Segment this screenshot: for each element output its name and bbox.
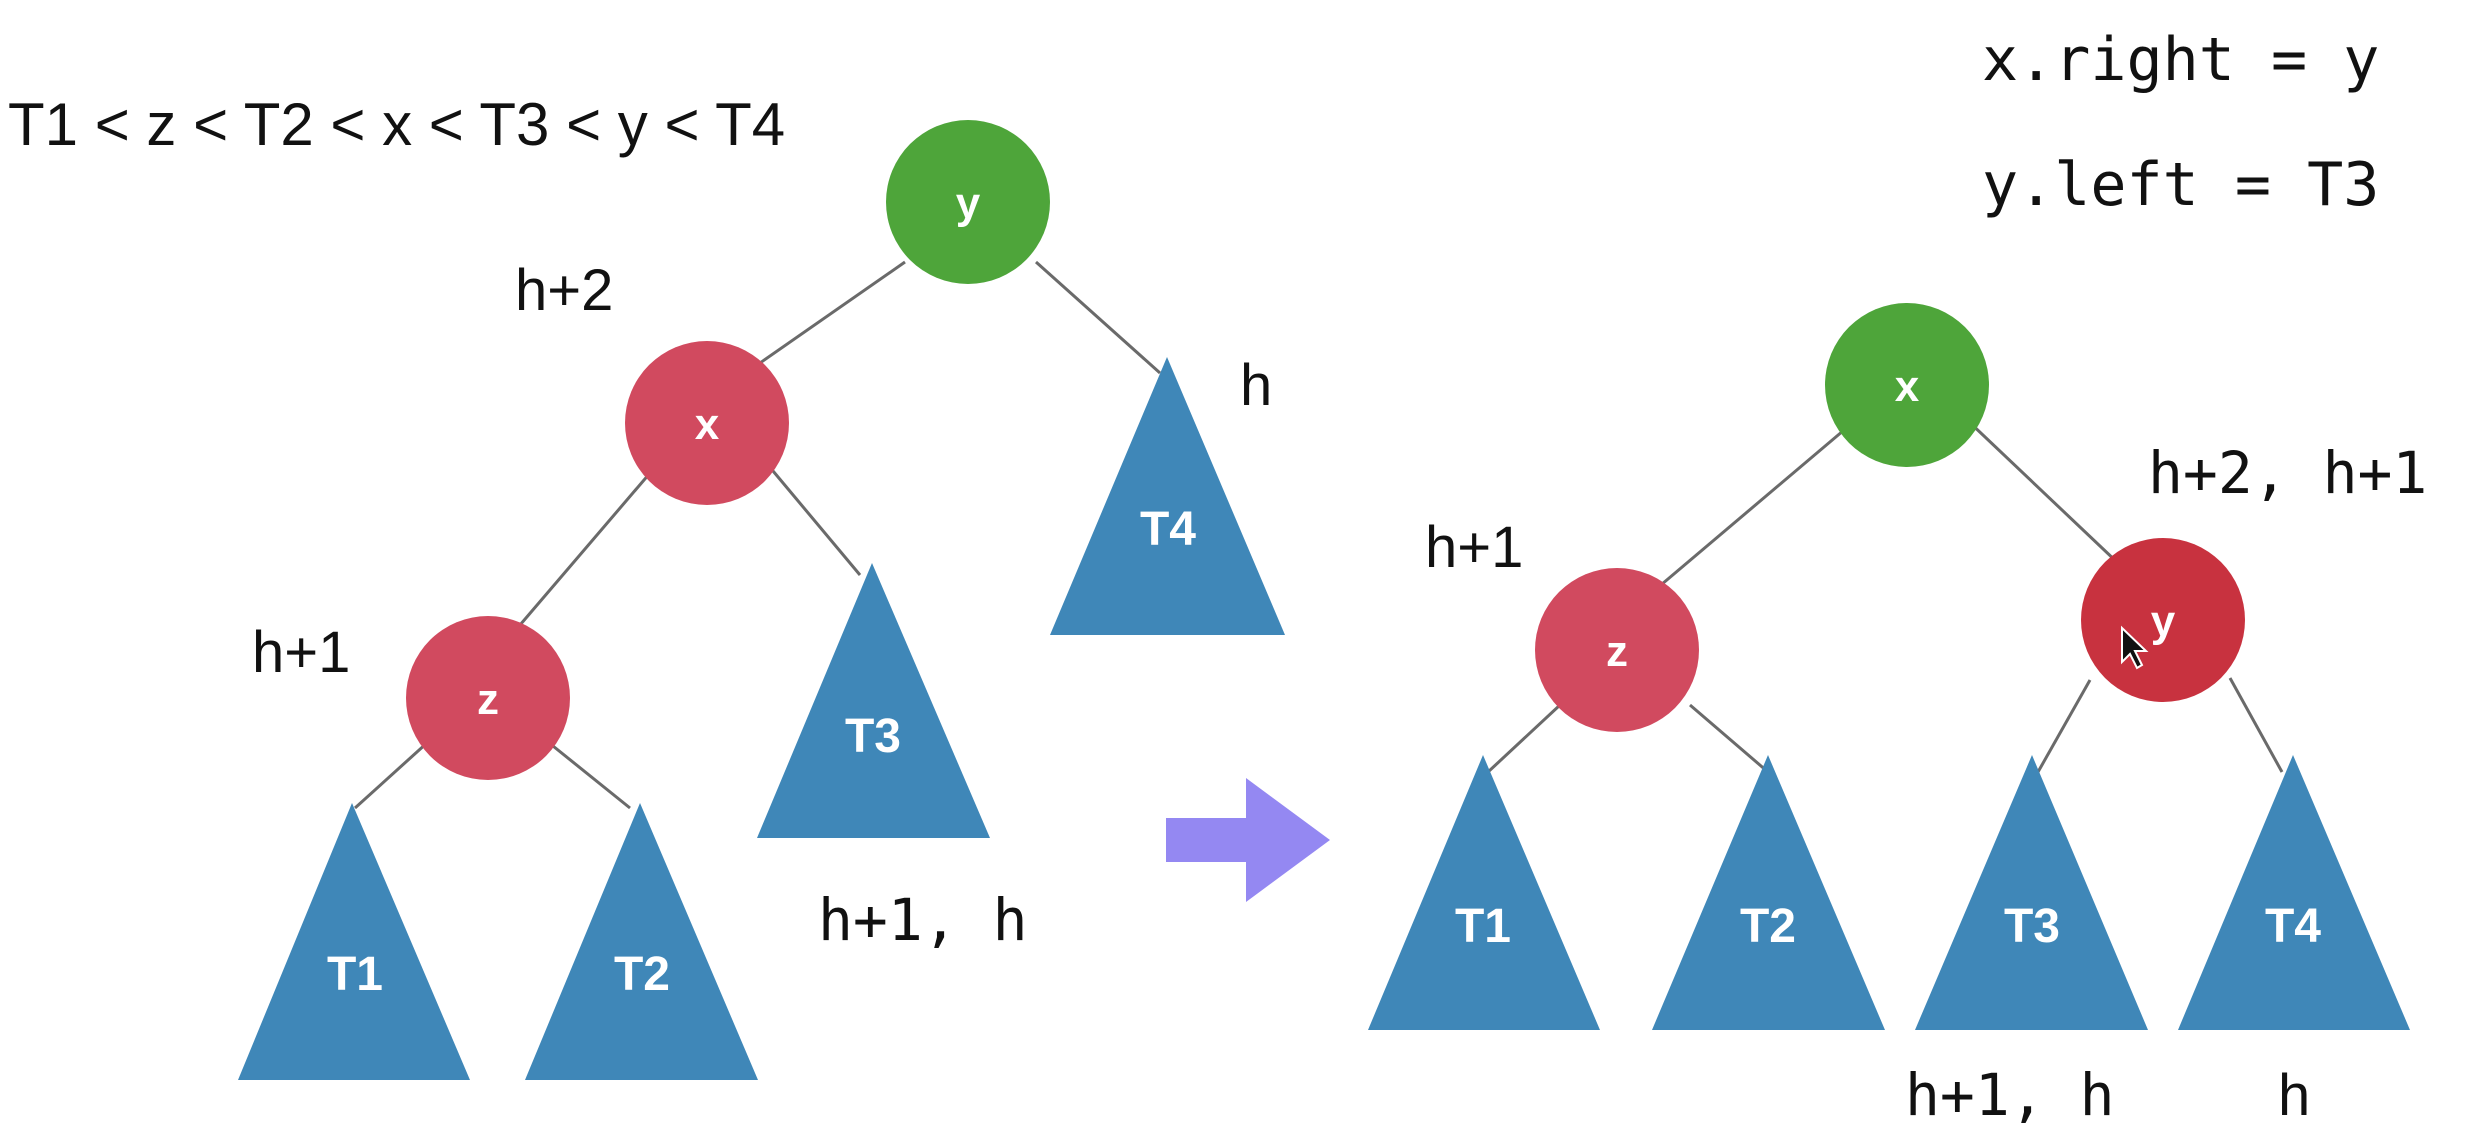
right-edge-x-z xyxy=(1654,423,1851,592)
right-edge-z-t1 xyxy=(1486,703,1562,774)
right-edge-y-t3 xyxy=(2036,679,2092,773)
left-subtree-t4-label: T4 xyxy=(1140,503,1196,556)
right-subtree-t4-label: T4 xyxy=(2265,900,2321,953)
left-node-z xyxy=(406,616,570,780)
left-node-y xyxy=(886,120,1050,284)
right-arrow-icon xyxy=(1166,778,1330,902)
left-node-x-label: x xyxy=(695,400,720,449)
right-node-x-label: x xyxy=(1895,362,1920,411)
left-subtree-t1-label: T1 xyxy=(327,948,383,1001)
right-subtree-t4 xyxy=(2178,755,2410,1030)
left-edge-y-x xyxy=(759,260,906,365)
right-edge-x-y xyxy=(1963,416,2122,567)
right-height-t3: h+1, h xyxy=(1905,1061,2115,1128)
left-subtree-t3 xyxy=(757,563,990,838)
left-subtree-t1 xyxy=(238,803,470,1080)
left-edge-z-t2 xyxy=(547,740,631,810)
left-subtree-t3-label: T3 xyxy=(845,710,901,763)
code-line-y-left: y.left = T3 xyxy=(1982,150,2379,220)
right-node-x xyxy=(1825,303,1989,467)
right-node-z xyxy=(1535,568,1699,732)
right-height-t4: h xyxy=(2278,1063,2310,1128)
right-subtree-t3-label: T3 xyxy=(2004,900,2060,953)
left-edge-y-t4 xyxy=(1034,260,1162,375)
left-subtree-t2-label: T2 xyxy=(614,948,670,1001)
left-edge-x-t3 xyxy=(766,464,862,576)
left-edge-z-t1 xyxy=(353,740,430,810)
right-height-y: h+2, h+1 xyxy=(2148,439,2427,507)
left-node-x xyxy=(625,341,789,505)
right-subtree-t3 xyxy=(1915,755,2148,1030)
left-subtree-t2 xyxy=(525,803,758,1080)
right-tree: T1 T2 T3 T4 x z y h+2, h+1 h+1 h+1, h h xyxy=(1368,303,2427,1128)
left-tree: T1 T2 T3 T4 y x z h+2 h+1 h+1, h h xyxy=(238,120,1285,1080)
left-height-z: h+1 xyxy=(252,620,350,685)
left-height-t3: h+1, h xyxy=(818,886,1028,954)
mouse-cursor-icon xyxy=(2121,625,2149,670)
ordering-text: T1 < z < T2 < x < T3 < y < T4 xyxy=(8,91,785,158)
right-edge-y-t4 xyxy=(2228,677,2284,773)
code-line-x-right: x.right = y xyxy=(1982,25,2379,95)
left-subtree-t4 xyxy=(1050,357,1285,635)
left-edge-x-z xyxy=(518,472,652,626)
right-subtree-t2 xyxy=(1652,755,1885,1030)
right-height-z: h+1 xyxy=(1425,515,1523,580)
right-subtree-t1-label: T1 xyxy=(1455,900,1511,953)
right-edge-z-t2 xyxy=(1689,703,1769,774)
right-subtree-t2-label: T2 xyxy=(1740,900,1796,953)
left-height-x: h+2 xyxy=(515,258,613,323)
right-node-y-label: y xyxy=(2151,597,2176,646)
left-node-y-label: y xyxy=(956,179,981,228)
left-node-z-label: z xyxy=(477,675,499,724)
left-height-t4: h xyxy=(1240,353,1272,418)
right-node-z-label: z xyxy=(1606,627,1628,676)
right-subtree-t1 xyxy=(1368,755,1600,1030)
